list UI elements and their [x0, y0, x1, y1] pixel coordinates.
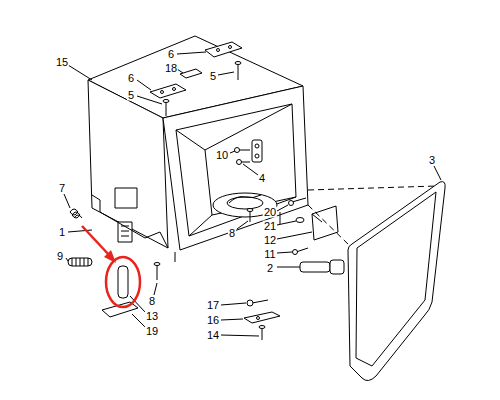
callout-number: 16: [206, 315, 220, 326]
callout-number: 1: [58, 227, 66, 238]
callout-number: 6: [127, 73, 135, 84]
callout-number: 6: [167, 49, 175, 60]
callout-number: 5: [127, 90, 135, 101]
callout-number: 20: [263, 207, 277, 218]
callout-number: 19: [145, 326, 159, 337]
callout-number: 13: [145, 311, 159, 322]
callout-number: 7: [58, 183, 66, 194]
callout-number: 2: [266, 263, 274, 274]
callout-number: 9: [56, 251, 64, 262]
callout-number: 8: [228, 228, 236, 239]
callout-number: 15: [55, 57, 69, 68]
callout-number: 4: [258, 173, 266, 184]
callout-number: 17: [206, 300, 220, 311]
callout-number: 3: [428, 155, 436, 166]
callout-number: 10: [215, 150, 229, 161]
callout-number: 14: [206, 330, 220, 341]
callout-number: 8: [148, 296, 156, 307]
callout-number: 5: [209, 71, 217, 82]
callout-number: 21: [263, 221, 277, 232]
callout-number: 18: [164, 63, 178, 74]
callout-number: 12: [263, 235, 277, 246]
callout-number: 11: [263, 249, 276, 260]
